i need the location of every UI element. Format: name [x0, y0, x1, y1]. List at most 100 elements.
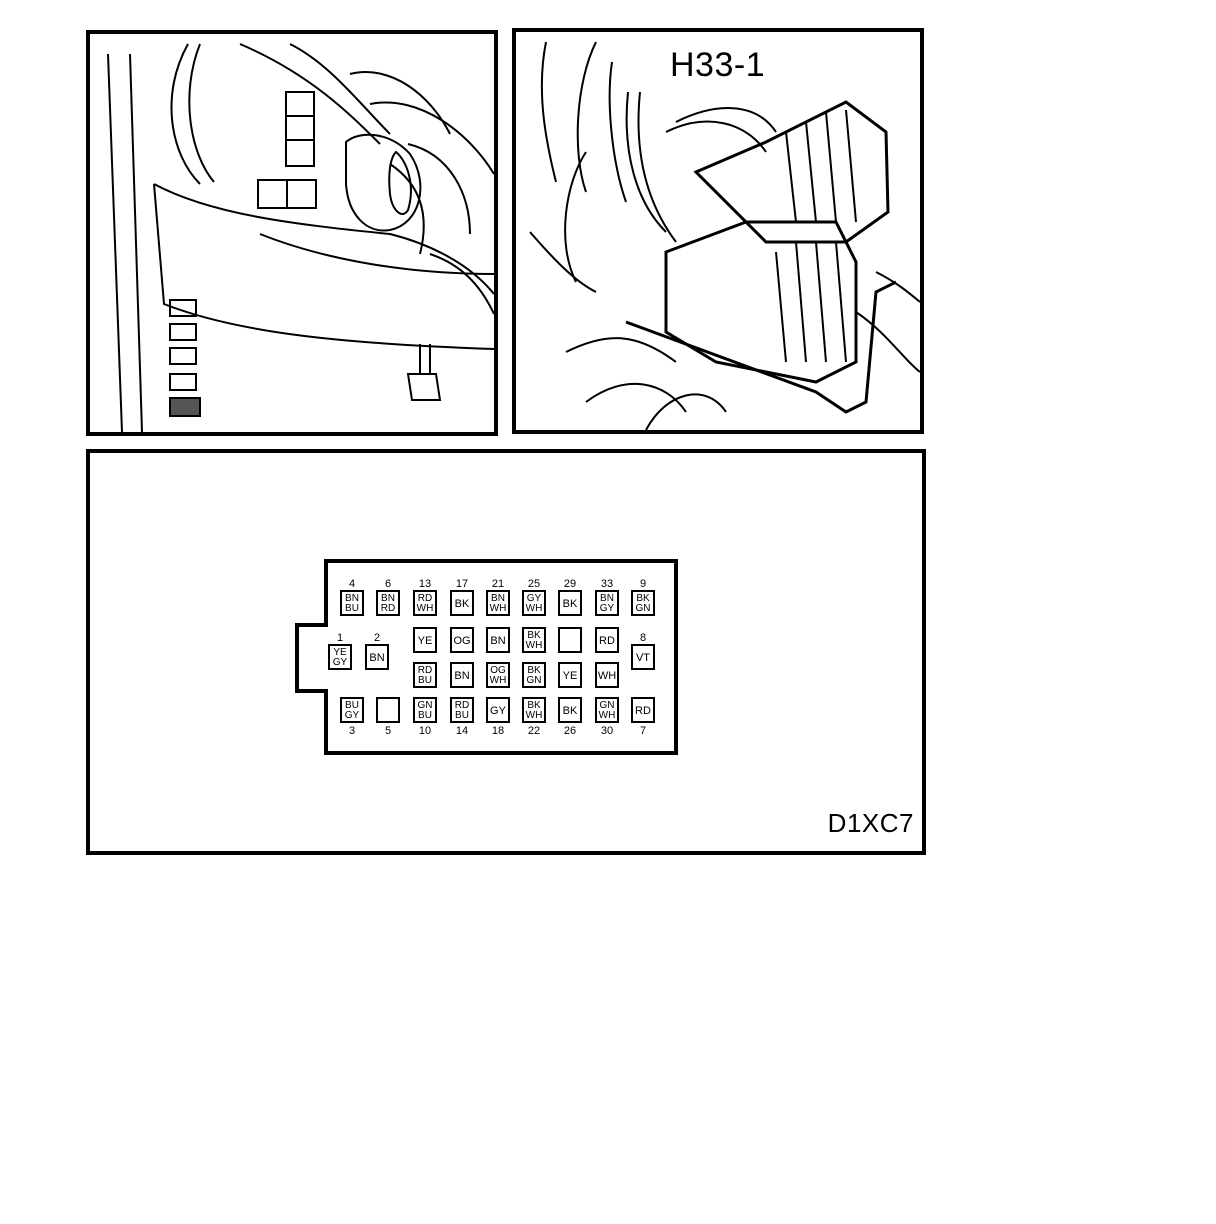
wire-color-label: WH: [526, 710, 543, 721]
wire-color-label: GN: [527, 675, 542, 686]
steering-column: [345, 133, 422, 232]
wire-color-label: BU: [418, 675, 432, 686]
pin-box: [450, 590, 474, 616]
pin-number: 10: [419, 725, 431, 737]
pin-number: 18: [492, 725, 504, 737]
wire-color-label: WH: [490, 675, 507, 686]
pin-cavity: BN: [486, 627, 510, 653]
wire-color-label: BK: [455, 598, 470, 610]
wire-color-label: BN: [381, 593, 395, 604]
pedal: [406, 373, 442, 401]
pin-box: [413, 662, 437, 688]
pin-number: 17: [456, 578, 468, 590]
wire-color-label: RD: [381, 603, 395, 614]
pin-cavity: WH: [595, 662, 619, 688]
pin-box: [413, 627, 437, 653]
wire-color-label: GY: [345, 710, 360, 721]
wire-color-label: BU: [345, 603, 359, 614]
pin-cavity: OG: [450, 627, 474, 653]
wire-color-label: RD: [599, 635, 615, 647]
wire-color-label: BN: [490, 635, 505, 647]
wire-color-label: BN: [491, 593, 505, 604]
dashboard-location-drawing: [107, 43, 494, 432]
pin-number: 4: [349, 578, 355, 590]
wire-color-label: VT: [636, 652, 650, 664]
diagram-code: D1XC7: [827, 808, 914, 838]
wire-color-label: GN: [636, 603, 651, 614]
pin-cavity: YE: [558, 662, 582, 688]
pin-box: [631, 644, 655, 670]
wire-color-label: GN: [600, 700, 615, 711]
pin-box: [340, 697, 364, 723]
pin-box: [340, 590, 364, 616]
pin-box: [522, 697, 546, 723]
pin-cavity: 5: [376, 697, 400, 737]
wire-color-label: BK: [527, 630, 541, 641]
pin-box: [450, 697, 474, 723]
pin-box: [522, 662, 546, 688]
connector-face-outline: [295, 559, 678, 755]
wire-color-label: RD: [635, 705, 651, 717]
connector-close-up-drawing: [529, 41, 920, 430]
wire-color-label: GN: [418, 700, 433, 711]
pin-cavity: BN 2: [365, 632, 389, 670]
pin-number: 2: [374, 632, 380, 644]
pin-number: 21: [492, 578, 504, 590]
pin-number: 8: [640, 632, 646, 644]
pin-box: [413, 590, 437, 616]
wire-color-label: GY: [527, 593, 542, 604]
wire-color-label: BN: [600, 593, 614, 604]
pin-box: [328, 644, 352, 670]
wire-color-label: RD: [455, 700, 469, 711]
wire-color-label: WH: [526, 640, 543, 651]
pin-number: 6: [385, 578, 391, 590]
wire-color-label: BK: [563, 598, 578, 610]
pin-box: [522, 590, 546, 616]
pin-cavity: RD: [595, 627, 619, 653]
pin-cavity: [558, 627, 582, 653]
pin-box: [486, 590, 510, 616]
pin-box: [486, 697, 510, 723]
pin-box: [558, 697, 582, 723]
pin-box: [631, 590, 655, 616]
wire-color-label: RD: [418, 593, 432, 604]
pin-box: [450, 662, 474, 688]
pin-number: 7: [640, 725, 646, 737]
switch-stack: [285, 91, 315, 167]
pin-box: [376, 697, 400, 723]
wire-color-label: OG: [453, 635, 470, 647]
pin-box: [595, 627, 619, 653]
pin-cavity: VT 8: [631, 632, 655, 670]
wire-color-label: BK: [527, 700, 541, 711]
pin-box: [486, 662, 510, 688]
pin-box: [450, 627, 474, 653]
wire-color-label: WH: [490, 603, 507, 614]
pin-cavity: YE: [413, 627, 437, 653]
wire-color-label: BN: [369, 652, 384, 664]
wire-color-label: WH: [526, 603, 543, 614]
pin-box: [522, 627, 546, 653]
wire-color-label: GY: [333, 657, 348, 668]
connector-location-marker: [169, 397, 201, 417]
fuse-relay-stack: [169, 299, 197, 391]
pin-number: 25: [528, 578, 540, 590]
connector-housing: [625, 100, 897, 414]
wire-color-label: WH: [598, 670, 616, 682]
pin-box: [631, 697, 655, 723]
pin-cavity: RD 7: [631, 697, 655, 737]
